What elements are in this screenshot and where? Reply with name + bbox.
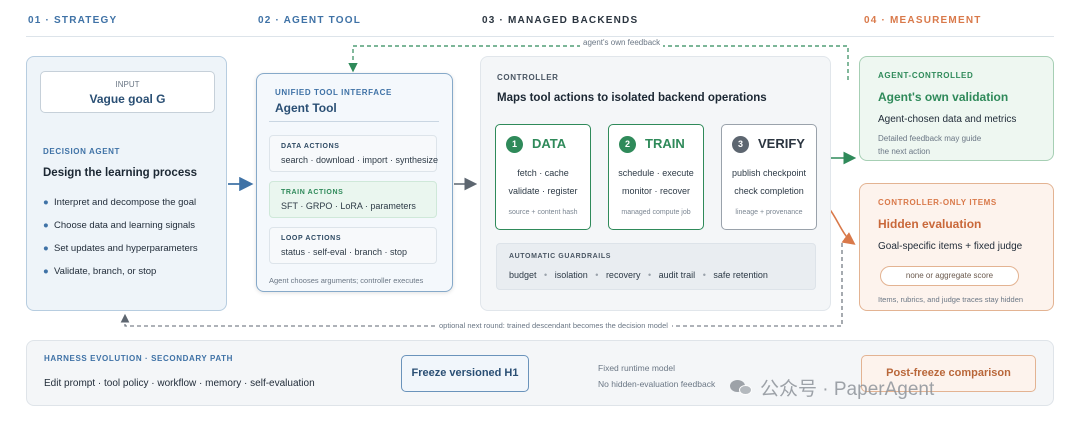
agent-tool-panel: UNIFIED TOOL INTERFACE Agent Tool DATA A…	[256, 73, 453, 292]
strategy-panel: INPUT Vague goal G DECISION AGENT Design…	[26, 56, 227, 311]
guardrail-item: isolation	[554, 270, 588, 280]
input-label: INPUT	[115, 80, 140, 89]
step-line: validate · register	[508, 186, 578, 196]
step-number: 2	[619, 136, 636, 153]
step-line: monitor · recover	[621, 186, 691, 196]
wechat-icon	[730, 378, 754, 398]
no-feedback-label: No hidden-evaluation feedback	[598, 379, 716, 389]
agent-validation-note-1: Detailed feedback may guide	[878, 134, 982, 143]
aggregate-score-pill: none or aggregate score	[880, 266, 1019, 286]
step-title: DATA	[532, 136, 567, 151]
strategy-bullet-list: ● Interpret and decompose the goal ● Cho…	[43, 197, 223, 277]
step-verify: 3 VERIFY publish checkpoint check comple…	[721, 124, 817, 230]
header-divider	[26, 36, 1054, 37]
watermark: 公众号 · PaperAgent	[730, 374, 934, 401]
train-actions-card: TRAIN ACTIONS SFT · GRPO · LoRA · parame…	[269, 181, 437, 218]
agent-controlled-label: AGENT-CONTROLLED	[878, 71, 974, 80]
strategy-title: Design the learning process	[43, 167, 198, 179]
step-footer: managed compute job	[621, 209, 691, 216]
harness-label: HARNESS EVOLUTION · SECONDARY PATH	[44, 354, 234, 363]
step-data: 1 DATA fetch · cache validate · register…	[495, 124, 591, 230]
guardrail-item: audit trail	[658, 270, 696, 280]
header-measurement: 04 · MEASUREMENT	[864, 15, 982, 26]
input-value: Vague goal G	[89, 92, 166, 106]
step-footer: lineage + provenance	[735, 209, 803, 216]
input-box: INPUT Vague goal G	[40, 71, 215, 113]
controller-only-label: CONTROLLER-ONLY ITEMS	[878, 198, 997, 207]
bullet-item: ● Choose data and learning signals	[43, 220, 196, 231]
agent-validation-title: Agent's own validation	[878, 90, 1009, 104]
hidden-evaluation-subtitle: Goal-specific items + fixed judge	[878, 241, 1023, 252]
guardrail-item: budget	[509, 270, 537, 280]
controller-panel: CONTROLLER Maps tool actions to isolated…	[480, 56, 831, 311]
agent-validation-subtitle: Agent-chosen data and metrics	[878, 114, 1017, 125]
freeze-box: Freeze versioned H1	[401, 355, 529, 392]
watermark-text: 公众号 · PaperAgent	[760, 379, 935, 400]
step-number: 1	[506, 136, 523, 153]
data-actions-title: DATA ACTIONS	[281, 143, 340, 150]
hidden-evaluation-note: Items, rubrics, and judge traces stay hi…	[878, 295, 1024, 304]
step-number: 3	[732, 136, 749, 153]
agent-validation-note-2: the next action	[878, 147, 931, 156]
loop-actions-items: status · self-eval · branch · stop	[281, 247, 408, 257]
guardrails-box: AUTOMATIC GUARDRAILS budget • isolation …	[496, 243, 816, 290]
bullet-item: ● Interpret and decompose the goal	[43, 197, 197, 208]
header-backends: 03 · MANAGED BACKENDS	[482, 15, 639, 26]
next-round-label: optional next round: trained descendant …	[435, 321, 672, 330]
controller-label: CONTROLLER	[497, 73, 559, 82]
harness-items: Edit prompt · tool policy · workflow · m…	[44, 378, 315, 389]
loop-actions-title: LOOP ACTIONS	[281, 235, 342, 242]
step-line: schedule · execute	[618, 168, 694, 178]
train-actions-title: TRAIN ACTIONS	[281, 189, 344, 196]
step-line: fetch · cache	[517, 168, 569, 178]
agent-validation-panel: AGENT-CONTROLLED Agent's own validation …	[859, 56, 1054, 161]
guardrails-label: AUTOMATIC GUARDRAILS	[509, 253, 611, 260]
decision-agent-label: DECISION AGENT	[43, 147, 120, 156]
controller-title: Maps tool actions to isolated backend op…	[497, 92, 767, 104]
agent-tool-divider	[269, 121, 439, 122]
step-title: VERIFY	[758, 136, 805, 151]
hidden-evaluation-panel: CONTROLLER-ONLY ITEMS Hidden evaluation …	[859, 183, 1054, 311]
feedback-label: agent's own feedback	[580, 38, 664, 47]
post-freeze-box: Post-freeze comparison	[861, 355, 1036, 392]
bullet-item: ● Validate, branch, or stop	[43, 266, 157, 277]
loop-actions-card: LOOP ACTIONS status · self-eval · branch…	[269, 227, 437, 264]
hidden-evaluation-title: Hidden evaluation	[878, 217, 982, 231]
step-line: check completion	[734, 186, 804, 196]
guardrail-item: recovery	[605, 270, 641, 280]
step-title: TRAIN	[645, 136, 685, 151]
agent-tool-label: UNIFIED TOOL INTERFACE	[275, 88, 392, 97]
agent-tool-footer: Agent chooses arguments; controller exec…	[269, 276, 424, 285]
step-train: 2 TRAIN schedule · execute monitor · rec…	[608, 124, 704, 230]
guardrail-item: safe retention	[713, 270, 768, 280]
data-actions-card: DATA ACTIONS search · download · import …	[269, 135, 439, 172]
step-footer: source + content hash	[508, 209, 578, 216]
guardrails-list: budget • isolation • recovery • audit tr…	[509, 270, 768, 280]
train-actions-items: SFT · GRPO · LoRA · parameters	[281, 201, 416, 211]
fixed-runtime-label: Fixed runtime model	[598, 363, 676, 373]
header-strategy: 01 · STRATEGY	[28, 15, 118, 26]
header-agent-tool: 02 · AGENT TOOL	[258, 15, 362, 26]
agent-tool-title: Agent Tool	[275, 101, 337, 115]
data-actions-items: search · download · import · synthesize	[281, 155, 439, 165]
step-line: publish checkpoint	[731, 168, 807, 178]
bullet-item: ● Set updates and hyperparameters	[43, 243, 198, 254]
